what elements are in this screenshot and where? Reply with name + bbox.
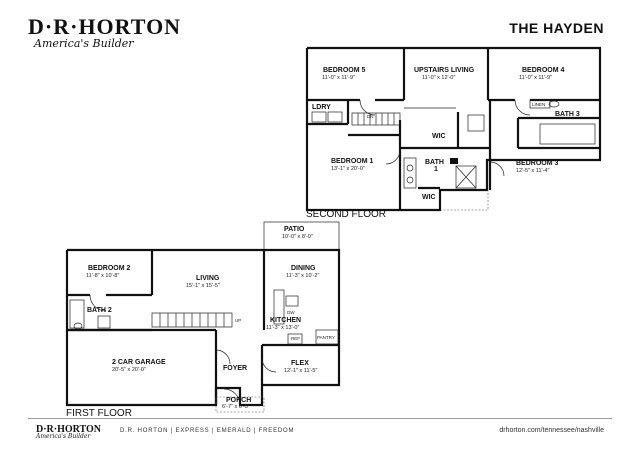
wic1-label: WIC bbox=[432, 133, 446, 140]
second-floor-outer-wall bbox=[305, 46, 602, 212]
bedroom3-dims: 12'-5" x 11'-4" bbox=[516, 168, 549, 174]
bath1-number: 1 bbox=[434, 166, 438, 173]
footer-brands: D.R. HORTON | EXPRESS | EMERALD | FREEDO… bbox=[120, 428, 295, 434]
garage-label: 2 CAR GARAGE bbox=[112, 359, 166, 366]
bath3-tub-icon bbox=[539, 123, 596, 145]
footer-divider bbox=[28, 418, 612, 419]
door-swing-bed2 bbox=[89, 294, 107, 312]
bedroom4-label: BEDROOM 4 bbox=[522, 67, 565, 74]
washer-icon bbox=[311, 111, 327, 123]
first-floor-stairs bbox=[151, 312, 233, 328]
bath1-label: BATH bbox=[425, 159, 444, 166]
bath1-fixture-dark bbox=[450, 158, 458, 164]
bath2-toilet-icon bbox=[73, 322, 83, 330]
drhorton-logo: D·R·HORTON America's Builder bbox=[28, 14, 181, 50]
patio-label: PATIO bbox=[284, 226, 305, 233]
second-floor-dashed-outline bbox=[440, 190, 489, 211]
garage-dims: 20'-5" x 20'-0" bbox=[112, 367, 146, 373]
porch-label: PORCH bbox=[226, 397, 251, 404]
first-floor-label: FIRST FLOOR bbox=[66, 408, 132, 419]
wic2-label: WIC bbox=[422, 194, 436, 201]
bedroom3-label: BEDROOM 3 bbox=[516, 160, 559, 167]
kitchen-island bbox=[273, 289, 285, 325]
dn-label: DN bbox=[367, 114, 374, 119]
bedroom2-label: BEDROOM 2 bbox=[88, 265, 131, 272]
plan-title: THE HAYDEN bbox=[509, 20, 604, 36]
refrigerator-icon bbox=[287, 333, 303, 345]
living-dims: 15'-1" x 15'-5" bbox=[186, 283, 220, 289]
flex-label: FLEX bbox=[291, 360, 309, 367]
footer-url[interactable]: drhorton.com/tennessee/nashville bbox=[499, 427, 604, 434]
bath2-label: BATH 2 bbox=[87, 307, 112, 314]
up-label: UP bbox=[235, 318, 241, 323]
second-floor-label: SECOND FLOOR bbox=[306, 209, 386, 220]
pantry-label: PANTRY bbox=[317, 335, 335, 340]
ldry-label: LDRY bbox=[312, 104, 331, 111]
second-floor-stairs bbox=[351, 112, 401, 126]
door-swing-bed1 bbox=[385, 149, 401, 165]
first-floor-plan: PATIO 10'-0" x 8'-0" BEDROOM 2 11'-8" x … bbox=[65, 221, 341, 419]
sink-icon-2 bbox=[406, 176, 414, 184]
footer-logo: D·R·HORTON America's Builder bbox=[36, 424, 101, 440]
door-swing-bed3 bbox=[489, 161, 505, 177]
bedroom5-dims: 11'-0" x 11'-9" bbox=[322, 75, 355, 81]
bath3-label: BATH 3 bbox=[555, 111, 580, 118]
bath2-vanity bbox=[97, 315, 111, 329]
pantry-closet bbox=[315, 329, 339, 345]
bath3-toilet-icon bbox=[548, 100, 560, 108]
door-swing-bed4 bbox=[514, 99, 531, 116]
door-swing-flex bbox=[261, 357, 277, 373]
upstairs-living-dims: 11'-0" x 12'-0" bbox=[422, 75, 455, 81]
upstairs-living-label: UPSTAIRS LIVING bbox=[414, 67, 475, 74]
sink-icon bbox=[406, 164, 414, 172]
bath1-vanity bbox=[403, 157, 417, 189]
foyer-label: FOYER bbox=[223, 365, 247, 372]
door-swing-garage bbox=[215, 349, 231, 365]
bedroom5-label: BEDROOM 5 bbox=[323, 67, 366, 74]
shower-icon bbox=[455, 165, 477, 189]
dw-label: DW bbox=[287, 310, 295, 315]
kitchen-sink-icon bbox=[285, 295, 299, 307]
logo-tagline: America's Builder bbox=[34, 37, 134, 50]
second-floor-plan: BEDROOM 5 11'-0" x 11'-9" UPSTAIRS LIVIN… bbox=[305, 46, 602, 220]
door-swing-bed5 bbox=[359, 99, 376, 116]
dining-dims: 11'-3" x 10'-2" bbox=[286, 273, 319, 279]
linen-closet bbox=[529, 99, 551, 109]
linen-label: LINEN bbox=[532, 102, 545, 107]
kitchen-label: KITCHEN bbox=[270, 317, 301, 324]
living-label: LIVING bbox=[196, 275, 220, 282]
kitchen-dims: 11'-3" x 13'-0" bbox=[266, 325, 299, 331]
patio-dims: 10'-0" x 8'-0" bbox=[282, 234, 313, 240]
bedroom1-dims: 13'-1" x 20'-0" bbox=[331, 166, 365, 172]
door-swing-entry bbox=[223, 388, 241, 406]
bedroom4-dims: 11'-0" x 11'-9" bbox=[519, 75, 552, 81]
bath1-toilet-room bbox=[467, 114, 485, 132]
dining-label: DINING bbox=[291, 265, 316, 272]
bedroom1-label: BEDROOM 1 bbox=[331, 158, 374, 165]
porch-dims: 6'-7" x 6'-3" bbox=[222, 404, 250, 410]
flex-dims: 12'-1" x 11'-5" bbox=[284, 368, 317, 374]
logo-wordmark: D·R·HORTON bbox=[28, 14, 182, 39]
bedroom2-dims: 11'-8" x 10'-8" bbox=[86, 273, 119, 279]
footer-logo-tagline: America's Builder bbox=[36, 433, 91, 440]
bath2-tub-icon bbox=[69, 299, 85, 329]
dryer-icon bbox=[327, 111, 343, 123]
ref-label: REF bbox=[291, 336, 300, 341]
footer-logo-wordmark: D·R·HORTON bbox=[36, 424, 102, 435]
